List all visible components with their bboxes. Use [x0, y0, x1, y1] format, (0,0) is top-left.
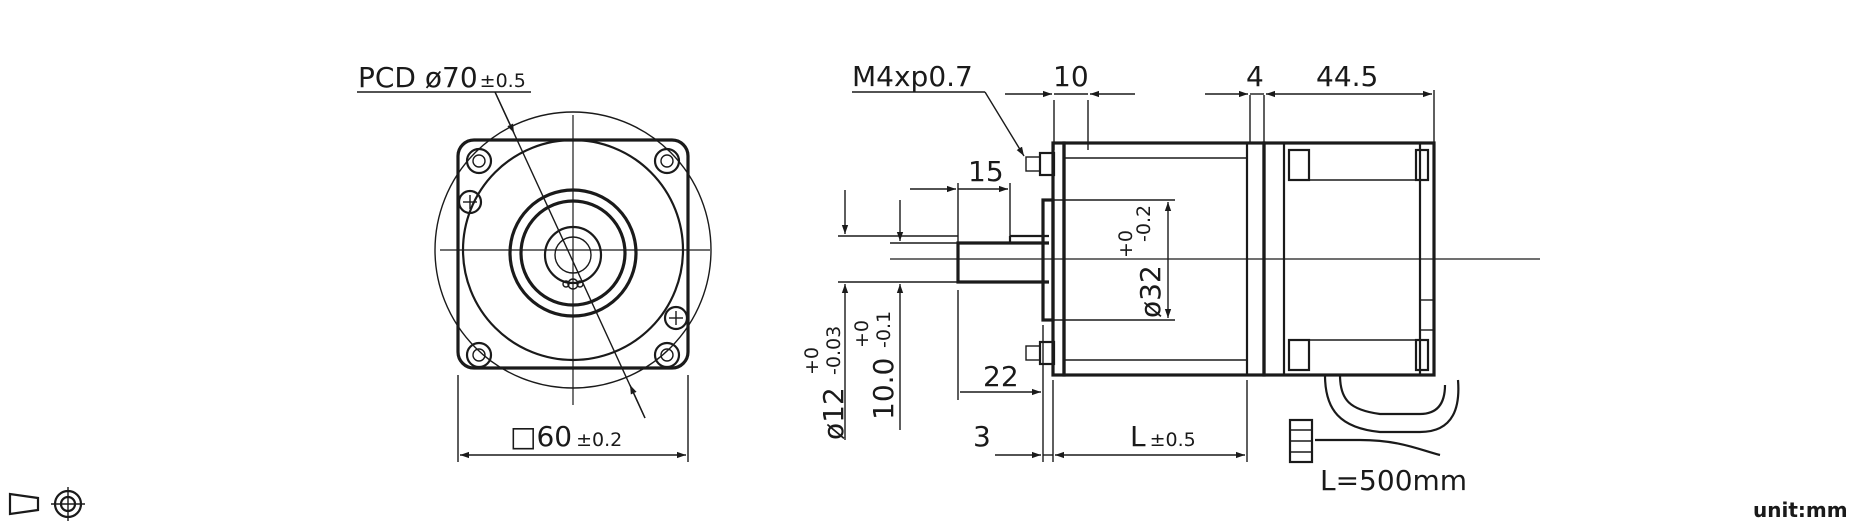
screw-left — [457, 189, 483, 215]
length-tolerance: ±0.5 — [1150, 429, 1196, 451]
svg-text:L±0.5: L±0.5 — [1130, 420, 1196, 453]
pilot-tol-lower: -0.2 — [1133, 205, 1155, 242]
unit-label: unit:mm — [1753, 498, 1848, 522]
flat-tol-upper: +0 — [851, 320, 873, 348]
pcd-circle — [434, 111, 712, 389]
mounting-hole-bl — [465, 341, 493, 369]
length-value: L — [1130, 420, 1146, 453]
shaft-circle — [543, 225, 603, 285]
thread-label: M4xp0.7 — [852, 60, 973, 93]
body-circle — [461, 138, 685, 362]
cable — [1338, 374, 1447, 416]
pcd-prefix: PCD — [358, 61, 416, 94]
square-value: 60 — [536, 420, 572, 453]
shaft-tol-lower: -0.03 — [823, 326, 845, 375]
pilot-value: ø32 — [1134, 265, 1167, 318]
dim-10: 10 — [1053, 60, 1089, 93]
pcd-value: ø70 — [425, 61, 478, 94]
front-view: PCD ø70±0.5 □60±0.2 — [357, 61, 712, 462]
screw-bottom-side — [1025, 340, 1056, 366]
dim-22: 22 — [983, 360, 1019, 393]
third-angle-projection-icon — [8, 487, 85, 521]
mounting-hole-br — [653, 341, 681, 369]
svg-text:□60±0.2: □60±0.2 — [510, 420, 622, 453]
screw-top-side — [1025, 151, 1056, 177]
square-symbol: □ — [510, 420, 536, 453]
shaft-value: ø12 — [817, 387, 850, 440]
dim-4: 4 — [1246, 60, 1264, 93]
shaft-tol-upper: +0 — [801, 347, 823, 375]
flat-value: 10.0 — [867, 358, 900, 420]
dim-3: 3 — [973, 420, 991, 453]
side-view: M4xp0.7 10 4 44.5 15 22 3 — [801, 60, 1540, 497]
screw-right — [663, 305, 689, 331]
square-tolerance: ±0.2 — [576, 429, 622, 451]
pilot-boss — [508, 188, 638, 318]
rear-cap — [1262, 141, 1436, 377]
mounting-hole-tr — [653, 147, 681, 175]
shaft — [956, 241, 1049, 284]
mounting-hole-tl — [465, 147, 493, 175]
dim-15: 15 — [968, 155, 1004, 188]
flat-tol-lower: -0.1 — [873, 311, 895, 348]
svg-text:PCD ø70±0.5: PCD ø70±0.5 — [358, 61, 526, 94]
pilot-tol-upper: +0 — [1115, 230, 1137, 258]
svg-text:ø32: ø32 — [1134, 265, 1167, 318]
dim-44-5: 44.5 — [1316, 60, 1378, 93]
cable-length: L=500mm — [1320, 464, 1467, 497]
pcd-tolerance: ±0.5 — [480, 70, 526, 92]
